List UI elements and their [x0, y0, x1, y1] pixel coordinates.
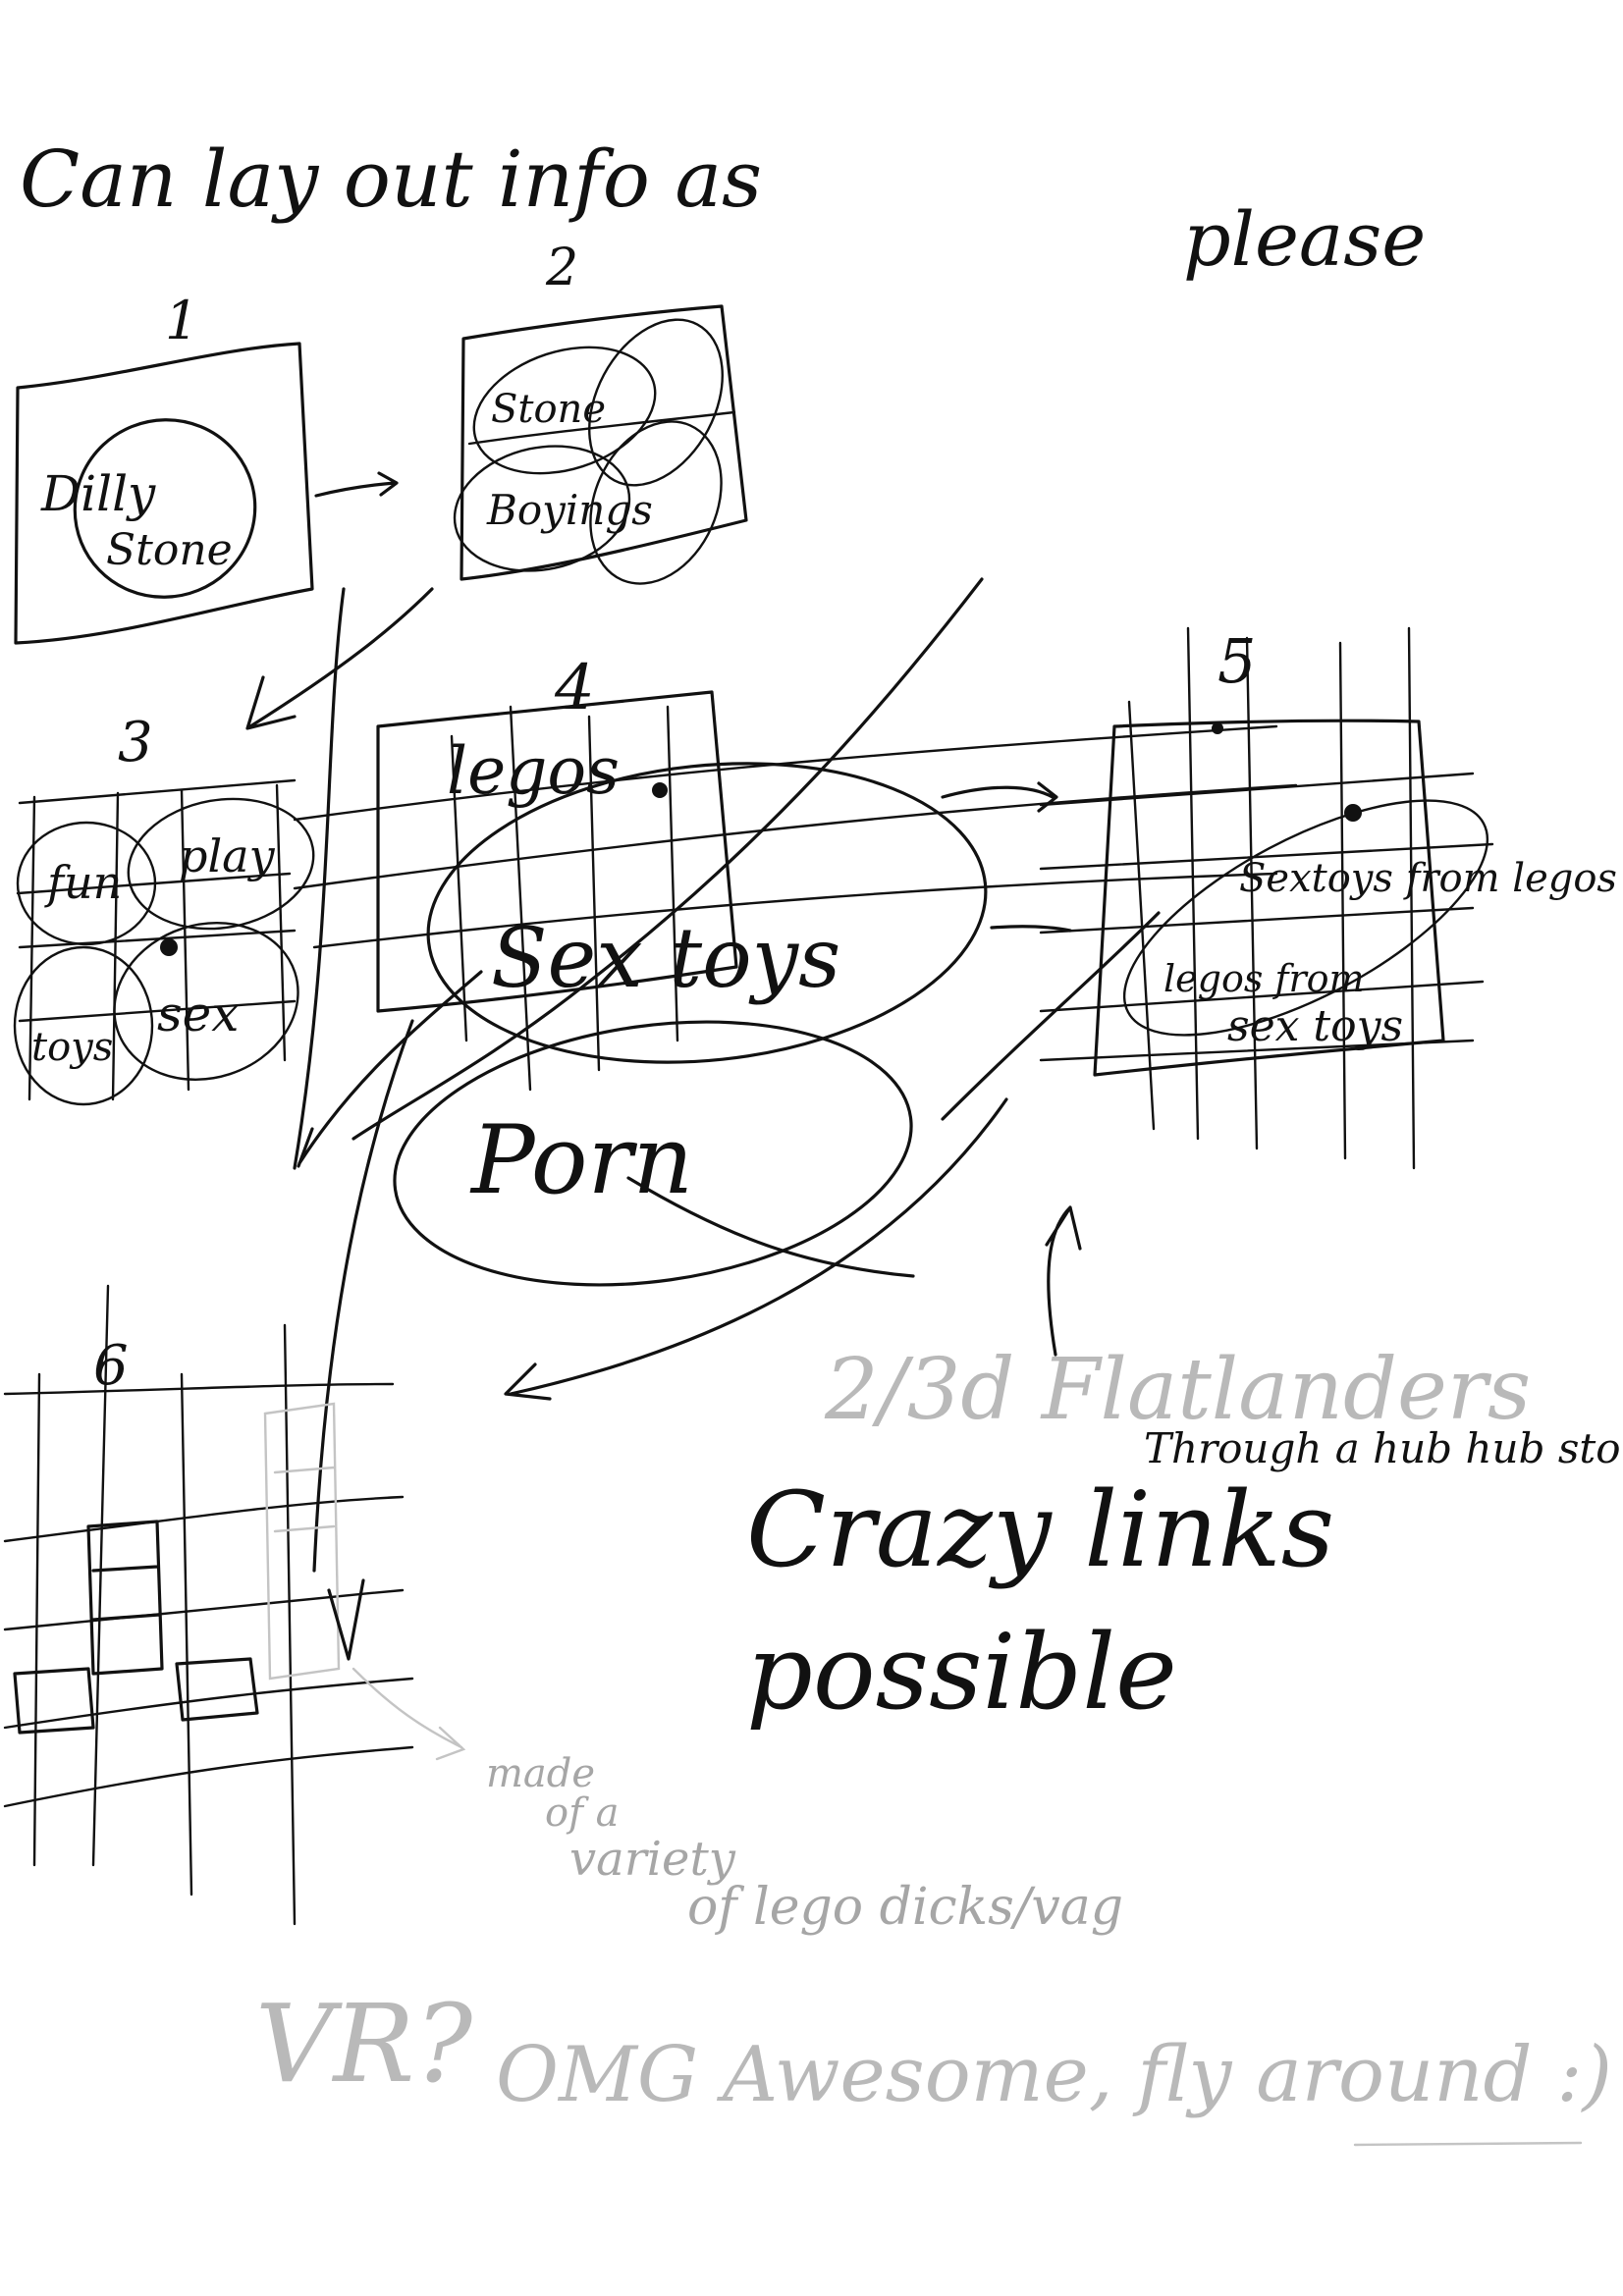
sex-toys-ring: [426, 762, 988, 1064]
panel-3-cell-2: play: [179, 829, 276, 882]
panel-4-hub-dot: [652, 782, 668, 798]
panel-3-grid-cols: [27, 783, 287, 1101]
panel-5-frame: [1093, 719, 1445, 1077]
panel-5-label-1: Sextoys from legos: [1239, 856, 1617, 901]
notes: 2/3d Flatlanders Through a hub hub stone…: [255, 1341, 1623, 2147]
panel-6-number: 6: [93, 1334, 129, 1398]
panel-2-number: 2: [545, 239, 578, 297]
panel-3-cell-4: sex: [157, 986, 239, 1042]
link-curve-1: [352, 577, 984, 1141]
panel-1-number: 1: [165, 290, 198, 351]
arrow-2-to-3: [245, 587, 434, 730]
arrow-notes-up: [1045, 1205, 1082, 1357]
note-variety: variety: [569, 1832, 736, 1887]
arrow-to-variety-note: [352, 1667, 466, 1761]
panel-2-frame: [460, 304, 748, 581]
panel-3-hub-dot: [160, 938, 178, 956]
panel-5-link-ring: [1122, 799, 1489, 1037]
panel-4-bottom: Porn: [469, 1105, 693, 1215]
porn-ring: [393, 1020, 913, 1287]
panel-6-grid-rows: [3, 1382, 414, 1808]
panel-5-label-3: sex toys: [1227, 1001, 1403, 1051]
panel-2-ring-d: [589, 420, 723, 585]
panel-5: 5 Sextoys from legos legos from sex toys: [941, 625, 1617, 1170]
header-line-2: please: [1183, 195, 1426, 283]
lego-brick-left: [13, 1667, 95, 1735]
panel-1: 1 Dilly Stone: [14, 290, 399, 645]
panel-1-label-2: Stone: [106, 525, 233, 575]
lego-stack-pencil: [263, 1402, 341, 1681]
panel-5-link-stroke: [990, 925, 1072, 933]
link-curve-5: [626, 1176, 915, 1278]
note-underline: [1353, 2141, 1583, 2147]
panel-5-hub-dot: [1344, 804, 1362, 822]
panel-3-ring-sex: [113, 922, 299, 1081]
link-curve-4: [941, 911, 1161, 1121]
lego-brick-right: [175, 1657, 259, 1722]
panel-3-ring-toys: [13, 945, 154, 1106]
note-possible: possible: [746, 1612, 1177, 1733]
panel-6: 6: [3, 1284, 466, 1926]
panel-1-frame: [14, 342, 314, 645]
panel-3-cell-3: toys: [31, 1025, 113, 1070]
note-crazy-links: Crazy links: [746, 1469, 1334, 1590]
panel-4-grid-rows: [293, 724, 1298, 949]
arrow-4-to-5: [941, 781, 1058, 813]
arrow-1-to-2: [314, 471, 399, 498]
panel-4-center: Sex toys: [491, 910, 840, 1006]
panel-3-ring-play: [127, 797, 315, 931]
panel-4-grid-cols: [450, 705, 679, 1092]
link-curves: [293, 577, 1161, 1573]
link-curve-3: [312, 1019, 414, 1573]
note-of-lego: of lego dicks/vag: [687, 1878, 1123, 1937]
panel-3-grid-rows: [16, 778, 297, 1023]
panel-4-number: 4: [554, 652, 595, 724]
panel-5-label-2: legos from: [1163, 957, 1365, 1000]
panel-4-frame: [376, 690, 738, 1013]
panel-4: 4 legos Sex toys Porn: [293, 652, 1298, 1287]
note-through-hub: Through a hub hub stone: [1144, 1424, 1623, 1472]
panel-6-check: [327, 1578, 365, 1661]
note-made: made: [486, 1751, 595, 1796]
panel-4-title: legos: [447, 733, 620, 809]
link-curve-2: [504, 1097, 1008, 1401]
panel-2-label-1: Stone: [491, 387, 606, 432]
panel-2-label-2: Boyings: [486, 486, 653, 534]
panel-2-ring-a: [472, 346, 657, 475]
panel-5-grid-rows: [1039, 772, 1494, 1062]
link-curve-6: [293, 587, 346, 1170]
note-of-a: of a: [545, 1790, 619, 1836]
lego-stack-left: [86, 1520, 164, 1676]
panel-6-grid-cols: [32, 1284, 297, 1926]
note-omg: OMG Awesome, fly around :): [496, 2031, 1612, 2119]
panel-1-node-ring: [73, 418, 257, 599]
note-flatlanders: 2/3d Flatlanders: [824, 1341, 1531, 1439]
panel-3-ring-fun: [16, 821, 157, 946]
panel-5-dot-top: [1212, 722, 1223, 734]
panel-5-number: 5: [1217, 625, 1256, 697]
panel-2-ring-c: [453, 445, 631, 572]
link-curve-left: [297, 970, 483, 1168]
panel-1-label-1: Dilly: [40, 465, 156, 522]
panel-3: 3 fun play toys sex: [13, 711, 315, 1106]
header-line-1: Can lay out info as: [20, 133, 762, 225]
panel-2-ring-b: [588, 318, 724, 487]
panel-3-cell-1: fun: [44, 856, 122, 909]
panel-2-divider: [467, 410, 736, 446]
panel-2: 2 Stone Boyings: [245, 239, 748, 730]
note-vr: VR?: [255, 1981, 473, 2107]
panel-3-number: 3: [118, 711, 153, 774]
panel-5-grid-cols: [1127, 626, 1416, 1170]
